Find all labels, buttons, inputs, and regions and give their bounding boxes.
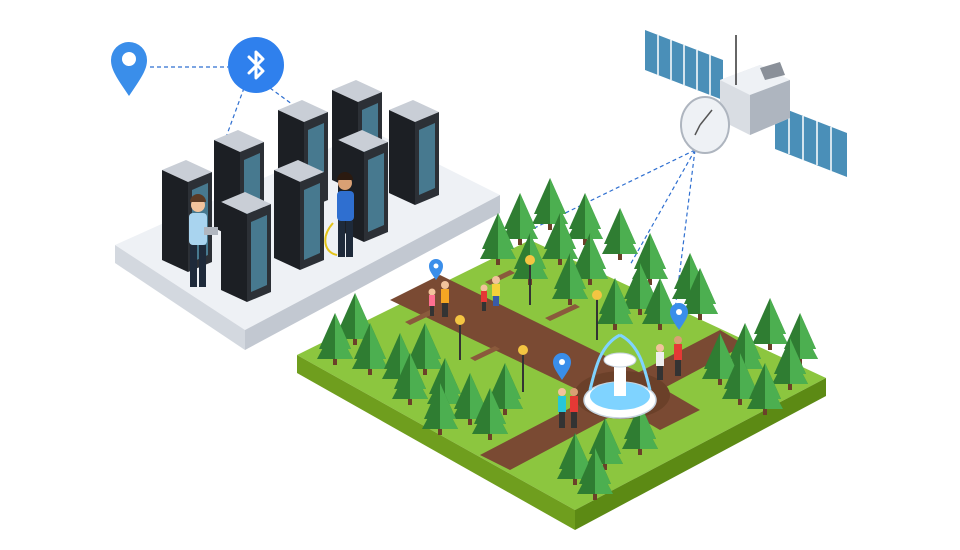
technician-person — [324, 172, 354, 257]
tree — [472, 388, 508, 440]
server-racks — [162, 80, 439, 302]
park-people — [428, 276, 682, 428]
server-rack — [274, 160, 324, 270]
tree — [552, 253, 588, 305]
tree — [392, 353, 428, 405]
tree — [502, 193, 538, 245]
park-trees — [317, 178, 818, 500]
street-lamps — [455, 255, 602, 392]
tree — [452, 373, 488, 425]
server-rack — [389, 100, 439, 205]
tree — [772, 338, 808, 390]
tree — [577, 448, 613, 500]
tree — [480, 213, 516, 265]
technician-person — [189, 194, 218, 287]
tree — [352, 323, 388, 375]
tree — [572, 233, 608, 285]
tree — [727, 323, 763, 375]
tree — [487, 363, 523, 415]
location-marker-icon — [670, 303, 688, 330]
bluetooth-icon — [228, 37, 284, 93]
tree — [622, 263, 658, 315]
map-pin-icon — [111, 42, 147, 96]
tree — [317, 313, 353, 365]
server-rack — [338, 130, 388, 242]
tree — [752, 298, 788, 350]
tree — [532, 178, 568, 230]
tree — [422, 383, 458, 435]
location-marker-icon — [553, 353, 571, 380]
fountain — [583, 333, 657, 419]
location-marker-icon — [429, 259, 443, 280]
satellite-icon — [645, 30, 847, 177]
server-rack — [221, 192, 271, 302]
tree — [682, 268, 718, 320]
tree — [407, 323, 443, 375]
tree — [567, 193, 603, 245]
tree — [597, 278, 633, 330]
tree — [602, 208, 638, 260]
tree — [747, 363, 783, 415]
tree — [542, 213, 578, 265]
